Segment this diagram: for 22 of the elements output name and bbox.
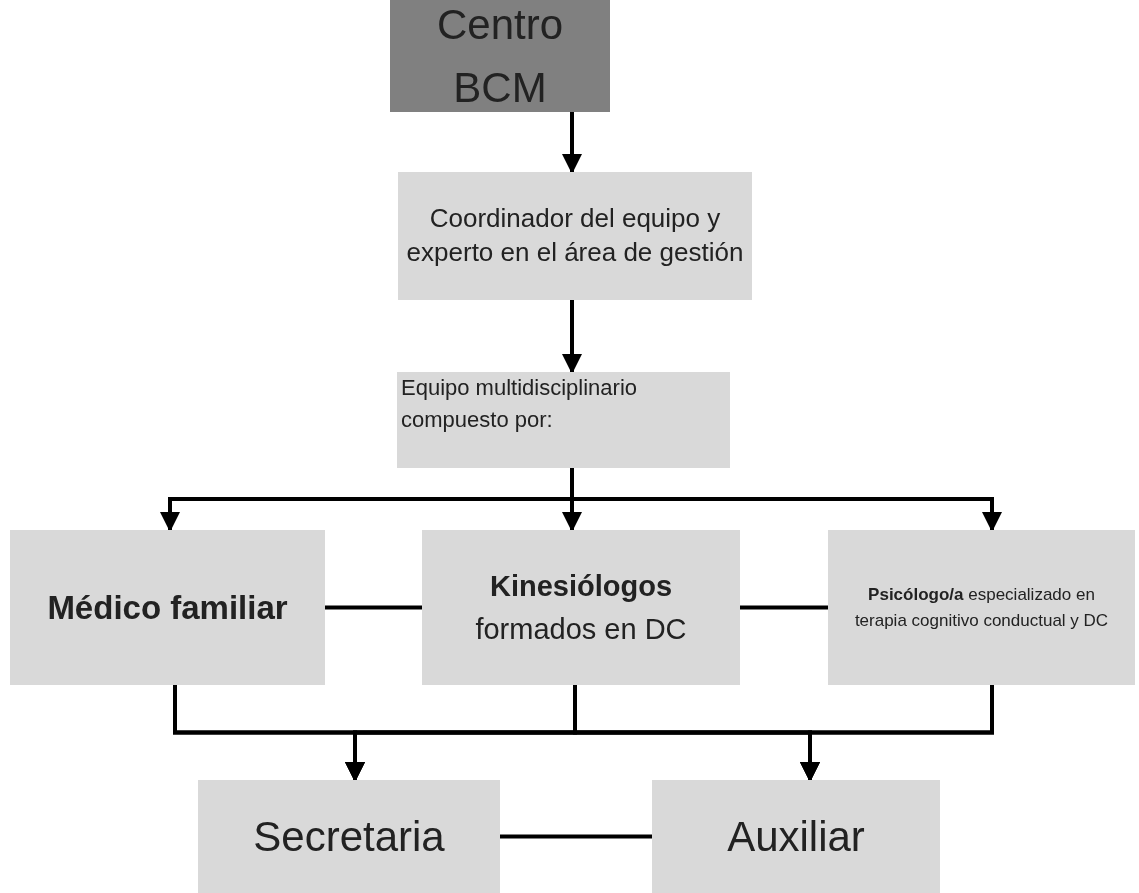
org-box xyxy=(10,530,325,685)
box-text: Coordinador del equipo y experto en el área de gestión xyxy=(406,202,744,269)
arrow xyxy=(562,112,582,174)
box-text: Auxiliar xyxy=(726,812,866,862)
org-box xyxy=(828,530,1135,685)
box-text: Médico familiar xyxy=(46,587,289,628)
arrow xyxy=(562,300,582,374)
org-box xyxy=(652,780,940,893)
org-box xyxy=(198,780,500,893)
org-box xyxy=(422,530,740,685)
connector-line xyxy=(500,834,652,839)
connector-line xyxy=(325,605,422,610)
box-text: Psicólogo/a especializado en terapia cognitivo conductual y DC xyxy=(853,584,1110,632)
org-box xyxy=(397,372,730,468)
box-text: Centro BCM xyxy=(435,0,565,113)
org-box xyxy=(398,172,752,300)
org-box xyxy=(390,0,610,112)
box-text: Kinesiólogos formados en DC xyxy=(474,569,688,647)
box-text: Secretaria xyxy=(252,812,446,862)
connector-line xyxy=(740,605,828,610)
arrow xyxy=(570,468,1002,532)
box-text: Equipo multidisciplinario compuesto por: xyxy=(401,374,638,434)
